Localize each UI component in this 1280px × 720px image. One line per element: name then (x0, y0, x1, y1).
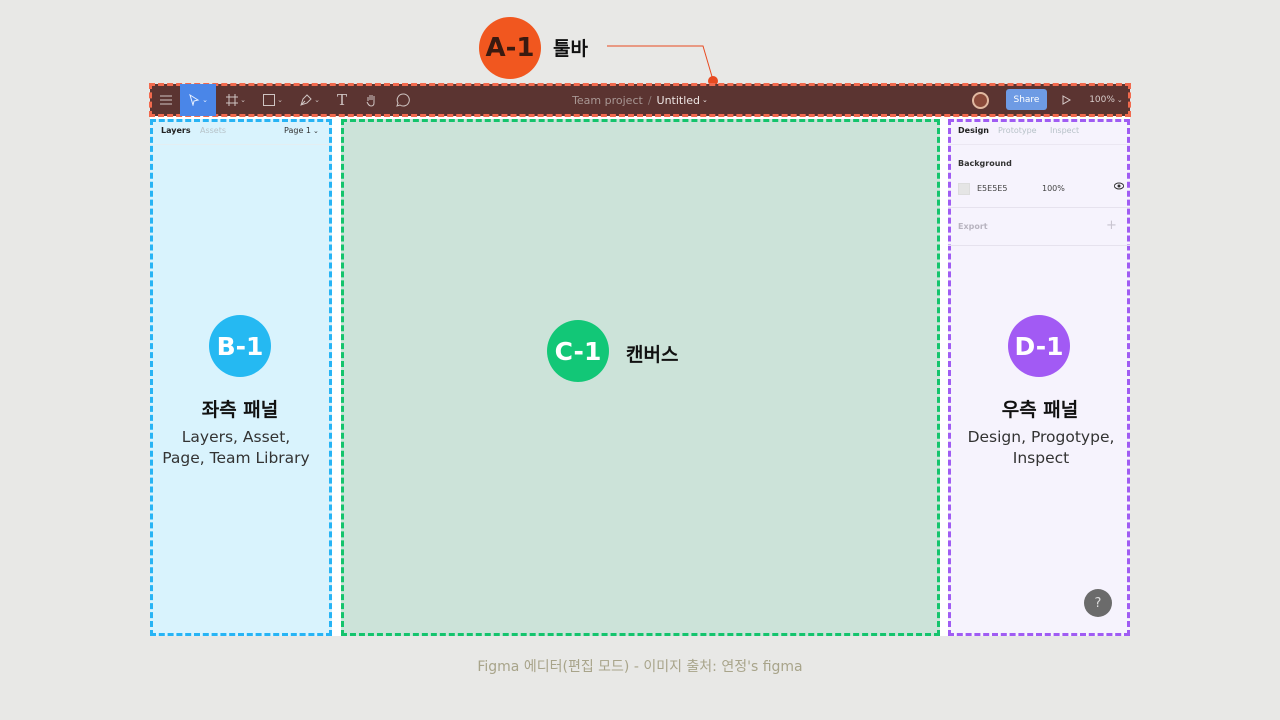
main-menu-button[interactable] (156, 84, 176, 116)
rectangle-icon (263, 94, 276, 106)
background-hex-input[interactable]: E5E5E5 (977, 184, 1008, 193)
left-panel-tabs: Layers Assets Page 1⌄ (150, 119, 332, 145)
annotation-desc-line: Layers, Asset, (181, 428, 291, 446)
chevron-down-icon: ⌄ (314, 96, 320, 104)
text-tool-button[interactable]: T (332, 84, 352, 116)
annotation-title-right-panel: 우측 패널 (1001, 399, 1079, 421)
annotation-badge-a1: A-1 (479, 17, 541, 79)
tab-assets[interactable]: Assets (200, 126, 227, 135)
file-title-breadcrumb[interactable]: Team project / Untitled ⌄ (550, 84, 730, 116)
right-panel-tabs: Design Prototype Inspect (948, 119, 1130, 145)
pen-icon (300, 94, 312, 106)
annotation-badge-c1: C-1 (547, 320, 609, 382)
divider (948, 207, 1130, 208)
chevron-down-icon: ⌄ (313, 127, 319, 135)
page-name: Page 1 (284, 126, 311, 135)
add-export-plus-icon[interactable]: + (1106, 218, 1117, 233)
color-swatch[interactable] (958, 183, 970, 195)
breadcrumb-separator: / (647, 93, 652, 107)
cursor-arrow-icon (189, 94, 200, 106)
annotation-desc-line: Page, Team Library (162, 449, 310, 467)
pen-tool-button[interactable]: ⌄ (295, 84, 325, 116)
annotation-desc-left-panel: Layers, Asset, Page, Team Library (152, 427, 320, 469)
present-button[interactable] (1058, 84, 1074, 116)
annotation-desc-line: Inspect (1012, 449, 1070, 467)
text-icon: T (336, 91, 347, 109)
export-section-title: Export (958, 222, 988, 231)
annotation-title-canvas: 캔버스 (626, 344, 679, 366)
zoom-dropdown[interactable]: 100% ⌄ (1086, 84, 1126, 116)
zoom-level: 100% (1089, 95, 1115, 105)
comment-tool-button[interactable] (392, 84, 414, 116)
figma-editor-window: ⌄ ⌄ ⌄ ⌄ T Team project / Untitled ⌄ (149, 83, 1131, 636)
annotation-badge-b1: B-1 (209, 315, 271, 377)
shape-tool-button[interactable]: ⌄ (258, 84, 288, 116)
annotation-desc-line: Design, Progotype, (967, 428, 1115, 446)
avatar-icon (971, 91, 989, 109)
annotation-label-toolbar: 툴바 (553, 38, 588, 60)
comment-bubble-icon (396, 93, 410, 107)
frame-tool-button[interactable]: ⌄ (222, 84, 250, 116)
hamburger-menu-icon (160, 95, 172, 105)
background-fill-row: E5E5E5 100% (958, 182, 1125, 196)
help-button[interactable]: ? (1084, 589, 1112, 617)
user-avatar[interactable] (970, 84, 990, 116)
chevron-down-icon: ⌄ (202, 96, 208, 104)
annotation-desc-right-panel: Design, Progotype, Inspect (957, 427, 1125, 469)
divider (948, 245, 1130, 246)
tab-inspect[interactable]: Inspect (1050, 126, 1080, 135)
chevron-down-icon: ⌄ (277, 96, 283, 104)
tab-design[interactable]: Design (958, 126, 989, 135)
annotation-badge-d1: D-1 (1008, 315, 1070, 377)
background-opacity-input[interactable]: 100% (1042, 184, 1065, 193)
chevron-down-icon: ⌄ (240, 96, 246, 104)
visibility-eye-icon[interactable] (1113, 182, 1125, 193)
chevron-down-icon: ⌄ (1116, 96, 1123, 104)
share-button[interactable]: Share (1006, 89, 1047, 110)
image-caption: Figma 에디터(편집 모드) - 이미지 출처: 연정's figma (477, 659, 803, 675)
left-panel: Layers Assets Page 1⌄ (150, 119, 332, 636)
project-name[interactable]: Team project (572, 93, 643, 107)
hand-tool-button[interactable] (361, 84, 383, 116)
play-icon (1062, 95, 1071, 105)
page-selector[interactable]: Page 1⌄ (284, 126, 319, 135)
chevron-down-icon: ⌄ (702, 96, 708, 104)
toolbar: ⌄ ⌄ ⌄ ⌄ T Team project / Untitled ⌄ (149, 83, 1131, 117)
right-panel: Design Prototype Inspect Background E5E5… (948, 119, 1130, 636)
annotation-title-left-panel: 좌측 패널 (201, 399, 279, 421)
tab-layers[interactable]: Layers (161, 126, 191, 135)
file-name[interactable]: Untitled (656, 93, 701, 107)
frame-hash-icon (226, 94, 239, 106)
tab-prototype[interactable]: Prototype (998, 126, 1037, 135)
move-tool-button[interactable]: ⌄ (180, 84, 216, 116)
canvas[interactable] (341, 119, 940, 636)
background-section-title: Background (958, 159, 1012, 168)
hand-icon (366, 95, 375, 107)
